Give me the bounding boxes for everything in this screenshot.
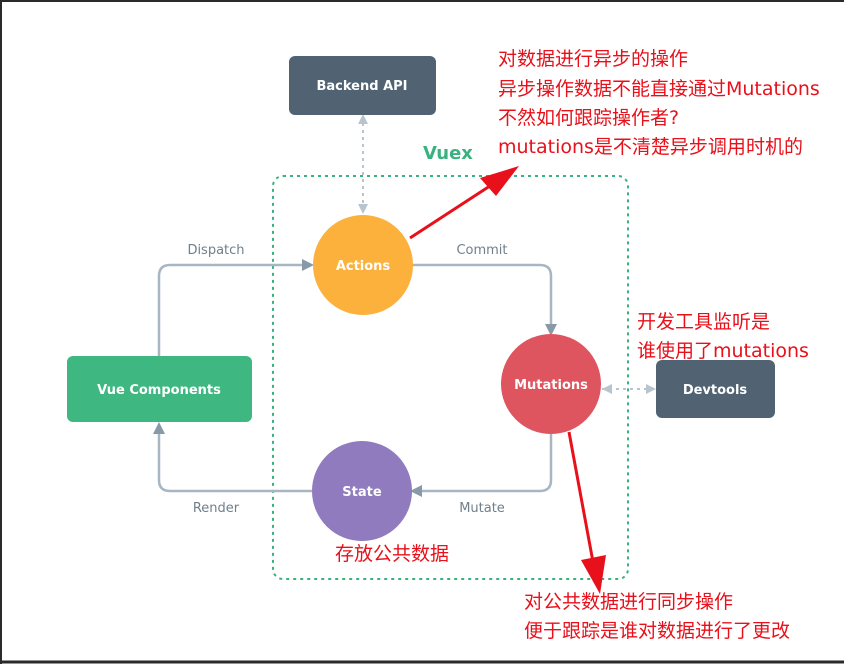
annotation-arrowhead-mutations xyxy=(581,555,606,594)
actions-note-line-2: 异步操作数据不能直接通过Mutations xyxy=(498,78,820,100)
commit-arrow-head xyxy=(545,324,557,336)
render-arrow-head xyxy=(153,422,165,434)
backend-link-arrow-up xyxy=(358,114,368,124)
annotation-arrow-mutations xyxy=(567,431,595,563)
devtools-link-arrow-right xyxy=(646,384,656,394)
mutate-edge xyxy=(416,434,553,493)
actions-label: Actions xyxy=(336,259,391,274)
mutate-label: Mutate xyxy=(459,501,505,516)
actions-note-line-3: 不然如何跟踪操作者? xyxy=(498,107,679,129)
commit-label: Commit xyxy=(456,243,507,258)
render-edge xyxy=(157,428,312,493)
devtools-label: Devtools xyxy=(683,383,748,398)
state-node xyxy=(312,441,412,541)
annotation-arrowhead-actions xyxy=(480,166,519,196)
actions-note-line-4: mutations是不清楚异步调用时机的 xyxy=(498,136,803,158)
mutations-note-line-2: 便于跟踪是谁对数据进行了更改 xyxy=(524,620,790,642)
vue-components-box xyxy=(67,356,252,422)
mutate-arrow-head xyxy=(410,485,422,497)
mutations-note-line-1: 对公共数据进行同步操作 xyxy=(524,591,733,613)
devtools-note-line-1: 开发工具监听是 xyxy=(637,311,770,333)
commit-edge xyxy=(412,263,553,330)
state-note: 存放公共数据 xyxy=(335,543,449,565)
annotation-arrow-actions xyxy=(409,180,497,240)
dispatch-edge xyxy=(157,263,308,356)
mutations-node xyxy=(501,334,601,434)
vue-components-label: Vue Components xyxy=(97,383,221,398)
backend-link-arrow-down xyxy=(358,204,368,214)
mutations-label: Mutations xyxy=(514,378,588,393)
devtools-note-line-2: 谁使用了mutations xyxy=(637,340,809,362)
render-label: Render xyxy=(193,501,240,516)
backend-api-box xyxy=(289,56,436,115)
backend-api-label: Backend API xyxy=(316,79,407,94)
vuex-label: Vuex xyxy=(423,143,473,164)
actions-node xyxy=(313,215,413,315)
dispatch-arrow-head xyxy=(302,259,314,271)
state-label: State xyxy=(342,485,382,500)
devtools-box xyxy=(656,360,775,418)
dispatch-label: Dispatch xyxy=(187,243,244,258)
actions-note-line-1: 对数据进行异步的操作 xyxy=(498,48,688,70)
devtools-link-arrow-left xyxy=(602,384,612,394)
